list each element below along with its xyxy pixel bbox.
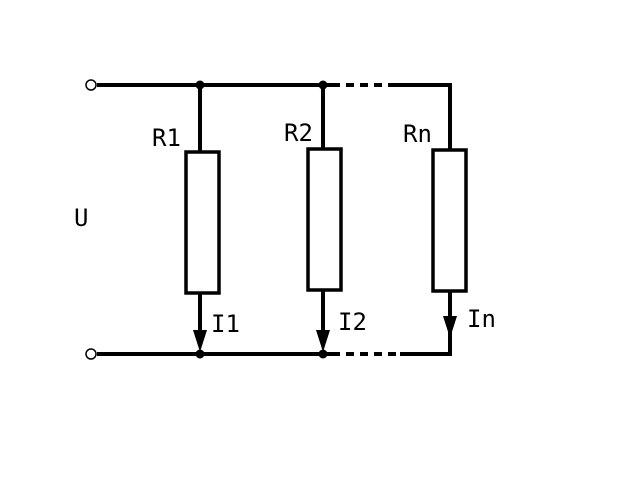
top-terminal	[85, 79, 97, 91]
junction-bottom-2	[318, 349, 328, 359]
current-arrow-i2	[316, 330, 330, 352]
voltage-label: U	[74, 204, 88, 232]
branch-n	[431, 83, 468, 356]
junction-bottom-1	[195, 349, 205, 359]
resistor-label-r1: R1	[152, 124, 181, 152]
current-arrow-in	[443, 316, 457, 338]
current-label-i1: I1	[211, 310, 240, 338]
junction-top-2	[318, 80, 328, 90]
resistor-rn	[431, 148, 468, 293]
bottom-terminal	[85, 348, 97, 360]
current-label-in: In	[467, 305, 496, 333]
resistor-r2	[306, 147, 343, 292]
resistor-label-rn: Rn	[403, 120, 432, 148]
junction-top-1	[195, 80, 205, 90]
current-label-i2: I2	[338, 308, 367, 336]
branch-1	[184, 80, 221, 359]
resistor-r1	[184, 150, 221, 295]
current-arrow-i1	[193, 330, 207, 352]
branch-2	[306, 80, 343, 359]
resistor-label-r2: R2	[284, 119, 313, 147]
